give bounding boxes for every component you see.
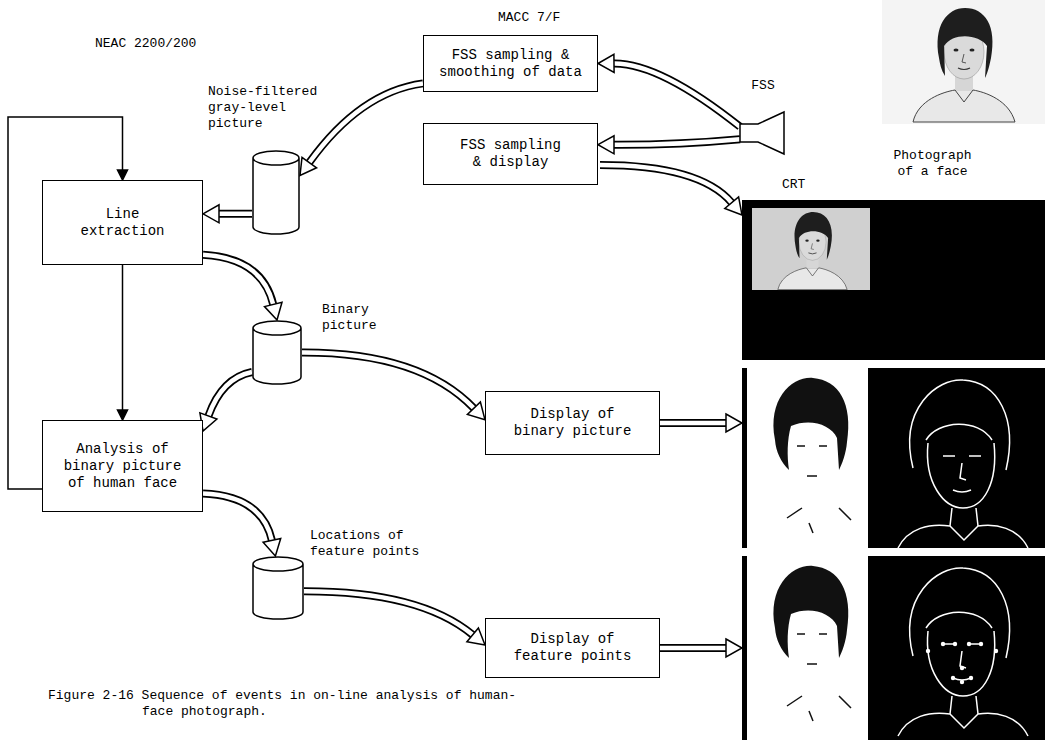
cylinder-path bbox=[253, 321, 301, 384]
arrow-shaft bbox=[302, 352, 474, 408]
arrow-shaft bbox=[309, 83, 423, 162]
arrow-shaft bbox=[203, 255, 273, 305]
arrow-shaft bbox=[203, 255, 273, 305]
scanner-device: FSS bbox=[740, 112, 786, 154]
box-label: FSS sampling & display bbox=[455, 137, 567, 171]
data-flow-arrow bbox=[203, 494, 281, 556]
data-flow-arrow bbox=[203, 255, 282, 320]
data-flow-arrow bbox=[200, 372, 252, 431]
display-arrow bbox=[660, 639, 742, 657]
store-label: Noise-filtered gray-level picture bbox=[208, 84, 330, 132]
arrow-head bbox=[598, 54, 614, 72]
arrow-head bbox=[263, 538, 281, 556]
cylinder-path bbox=[253, 557, 303, 619]
data-flow-arrow bbox=[598, 54, 740, 126]
display-arrow bbox=[600, 165, 742, 215]
cylinder-outline bbox=[252, 150, 300, 235]
arrow-head bbox=[118, 170, 128, 180]
arrow-shaft bbox=[614, 139, 740, 145]
scanner-outline bbox=[740, 112, 786, 154]
arrow-shaft bbox=[309, 83, 423, 162]
crt-screen bbox=[742, 200, 1045, 360]
data-store-cylinder: Locations of feature points bbox=[252, 556, 304, 620]
scanner-path bbox=[740, 112, 784, 154]
annotation-label: Photograph of a face bbox=[885, 148, 980, 180]
process-box: Analysis of binary picture of human face bbox=[42, 420, 203, 512]
cylinder-outline bbox=[252, 556, 304, 620]
arrow-shaft bbox=[203, 494, 272, 541]
arrow-shaft bbox=[122, 265, 124, 410]
arrow-head bbox=[265, 302, 283, 320]
binary-picture-screen bbox=[742, 368, 1045, 548]
feature-points-screen bbox=[742, 556, 1045, 740]
cylinder-outline bbox=[252, 320, 302, 385]
data-store-cylinder: Binary picture bbox=[252, 320, 302, 385]
data-flow-arrow bbox=[598, 136, 740, 154]
arrow-head bbox=[118, 410, 128, 420]
arrow-head bbox=[300, 157, 317, 175]
box-label: Display of feature points bbox=[510, 631, 635, 665]
arrow-head bbox=[467, 402, 485, 420]
arrow-shaft bbox=[208, 372, 252, 416]
arrow-shaft bbox=[219, 212, 252, 217]
box-label: Analysis of binary picture of human face bbox=[60, 441, 185, 492]
arrow-shaft bbox=[219, 210, 252, 218]
arrow-head bbox=[203, 205, 219, 223]
arrow-shaft bbox=[203, 494, 272, 541]
arrow-head bbox=[467, 628, 485, 645]
arrow-shaft bbox=[302, 352, 474, 408]
arrow-shaft bbox=[304, 591, 473, 635]
arrow-shaft bbox=[614, 63, 740, 126]
process-box: Display of binary picture bbox=[485, 391, 660, 455]
data-flow-arrow bbox=[203, 205, 252, 223]
data-flow-arrow bbox=[300, 83, 423, 175]
annotation-label: NEAC 2200/200 bbox=[95, 36, 196, 52]
arrow-shaft bbox=[208, 372, 252, 416]
process-box: Display of feature points bbox=[485, 618, 660, 678]
store-label: Binary picture bbox=[322, 302, 384, 334]
display-arrow bbox=[660, 414, 742, 432]
arrow-shaft bbox=[614, 63, 740, 126]
arrow-shaft bbox=[304, 591, 473, 635]
figure-caption: Figure 2-16 Sequence of events in on-lin… bbox=[48, 688, 547, 720]
process-box: Line extraction bbox=[42, 180, 203, 265]
annotation-label: MACC 7/F bbox=[498, 10, 560, 26]
data-store-cylinder: Noise-filtered gray-level picture bbox=[252, 150, 300, 235]
face-photograph bbox=[882, 0, 1045, 124]
arrow-shaft bbox=[614, 139, 740, 145]
box-label: Line extraction bbox=[73, 206, 173, 240]
control-arrow bbox=[118, 265, 128, 420]
data-flow-arrow bbox=[302, 352, 485, 419]
store-label: FSS bbox=[730, 78, 796, 94]
box-label: FSS sampling & smoothing of data bbox=[436, 47, 586, 81]
store-label: Locations of feature points bbox=[310, 528, 432, 560]
cylinder-path bbox=[253, 151, 299, 234]
process-box: FSS sampling & smoothing of data bbox=[423, 35, 598, 92]
process-box: FSS sampling & display bbox=[423, 123, 598, 185]
annotation-label: CRT bbox=[782, 177, 805, 193]
data-flow-arrow bbox=[304, 591, 485, 645]
arrow-head bbox=[598, 136, 614, 154]
box-label: Display of binary picture bbox=[510, 406, 635, 440]
